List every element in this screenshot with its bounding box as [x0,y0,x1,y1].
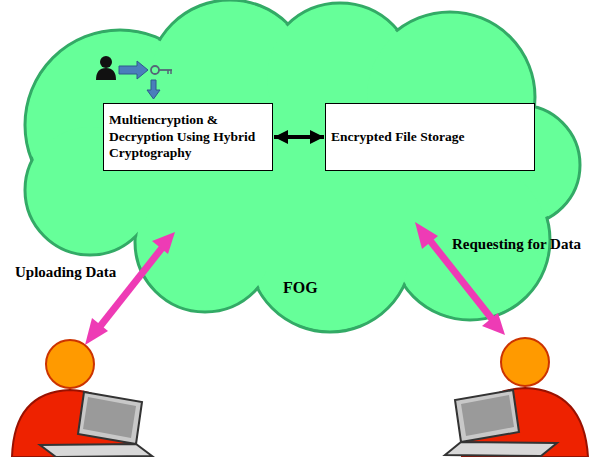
flow-label: Uploading Data [15,264,116,281]
box-text: Multiencryption & Decryption Using Hybri… [109,112,267,163]
region-label: FOG [283,279,318,297]
cloud-region: FOG Multiencryption & Decryption Using Hy… [0,0,597,340]
left-user [12,340,152,457]
cloud-shape [25,0,580,332]
double-arrow [274,135,324,139]
storage-box: Encrypted File Storage [325,103,535,171]
user-key-icon [96,56,172,99]
flow-label: Requesting for Data [452,236,581,253]
box-text: Encrypted File Storage [331,129,529,146]
right-user [445,338,588,457]
pink-arrows [85,222,505,345]
process-box: Multiencryption & Decryption Using Hybri… [103,103,273,171]
